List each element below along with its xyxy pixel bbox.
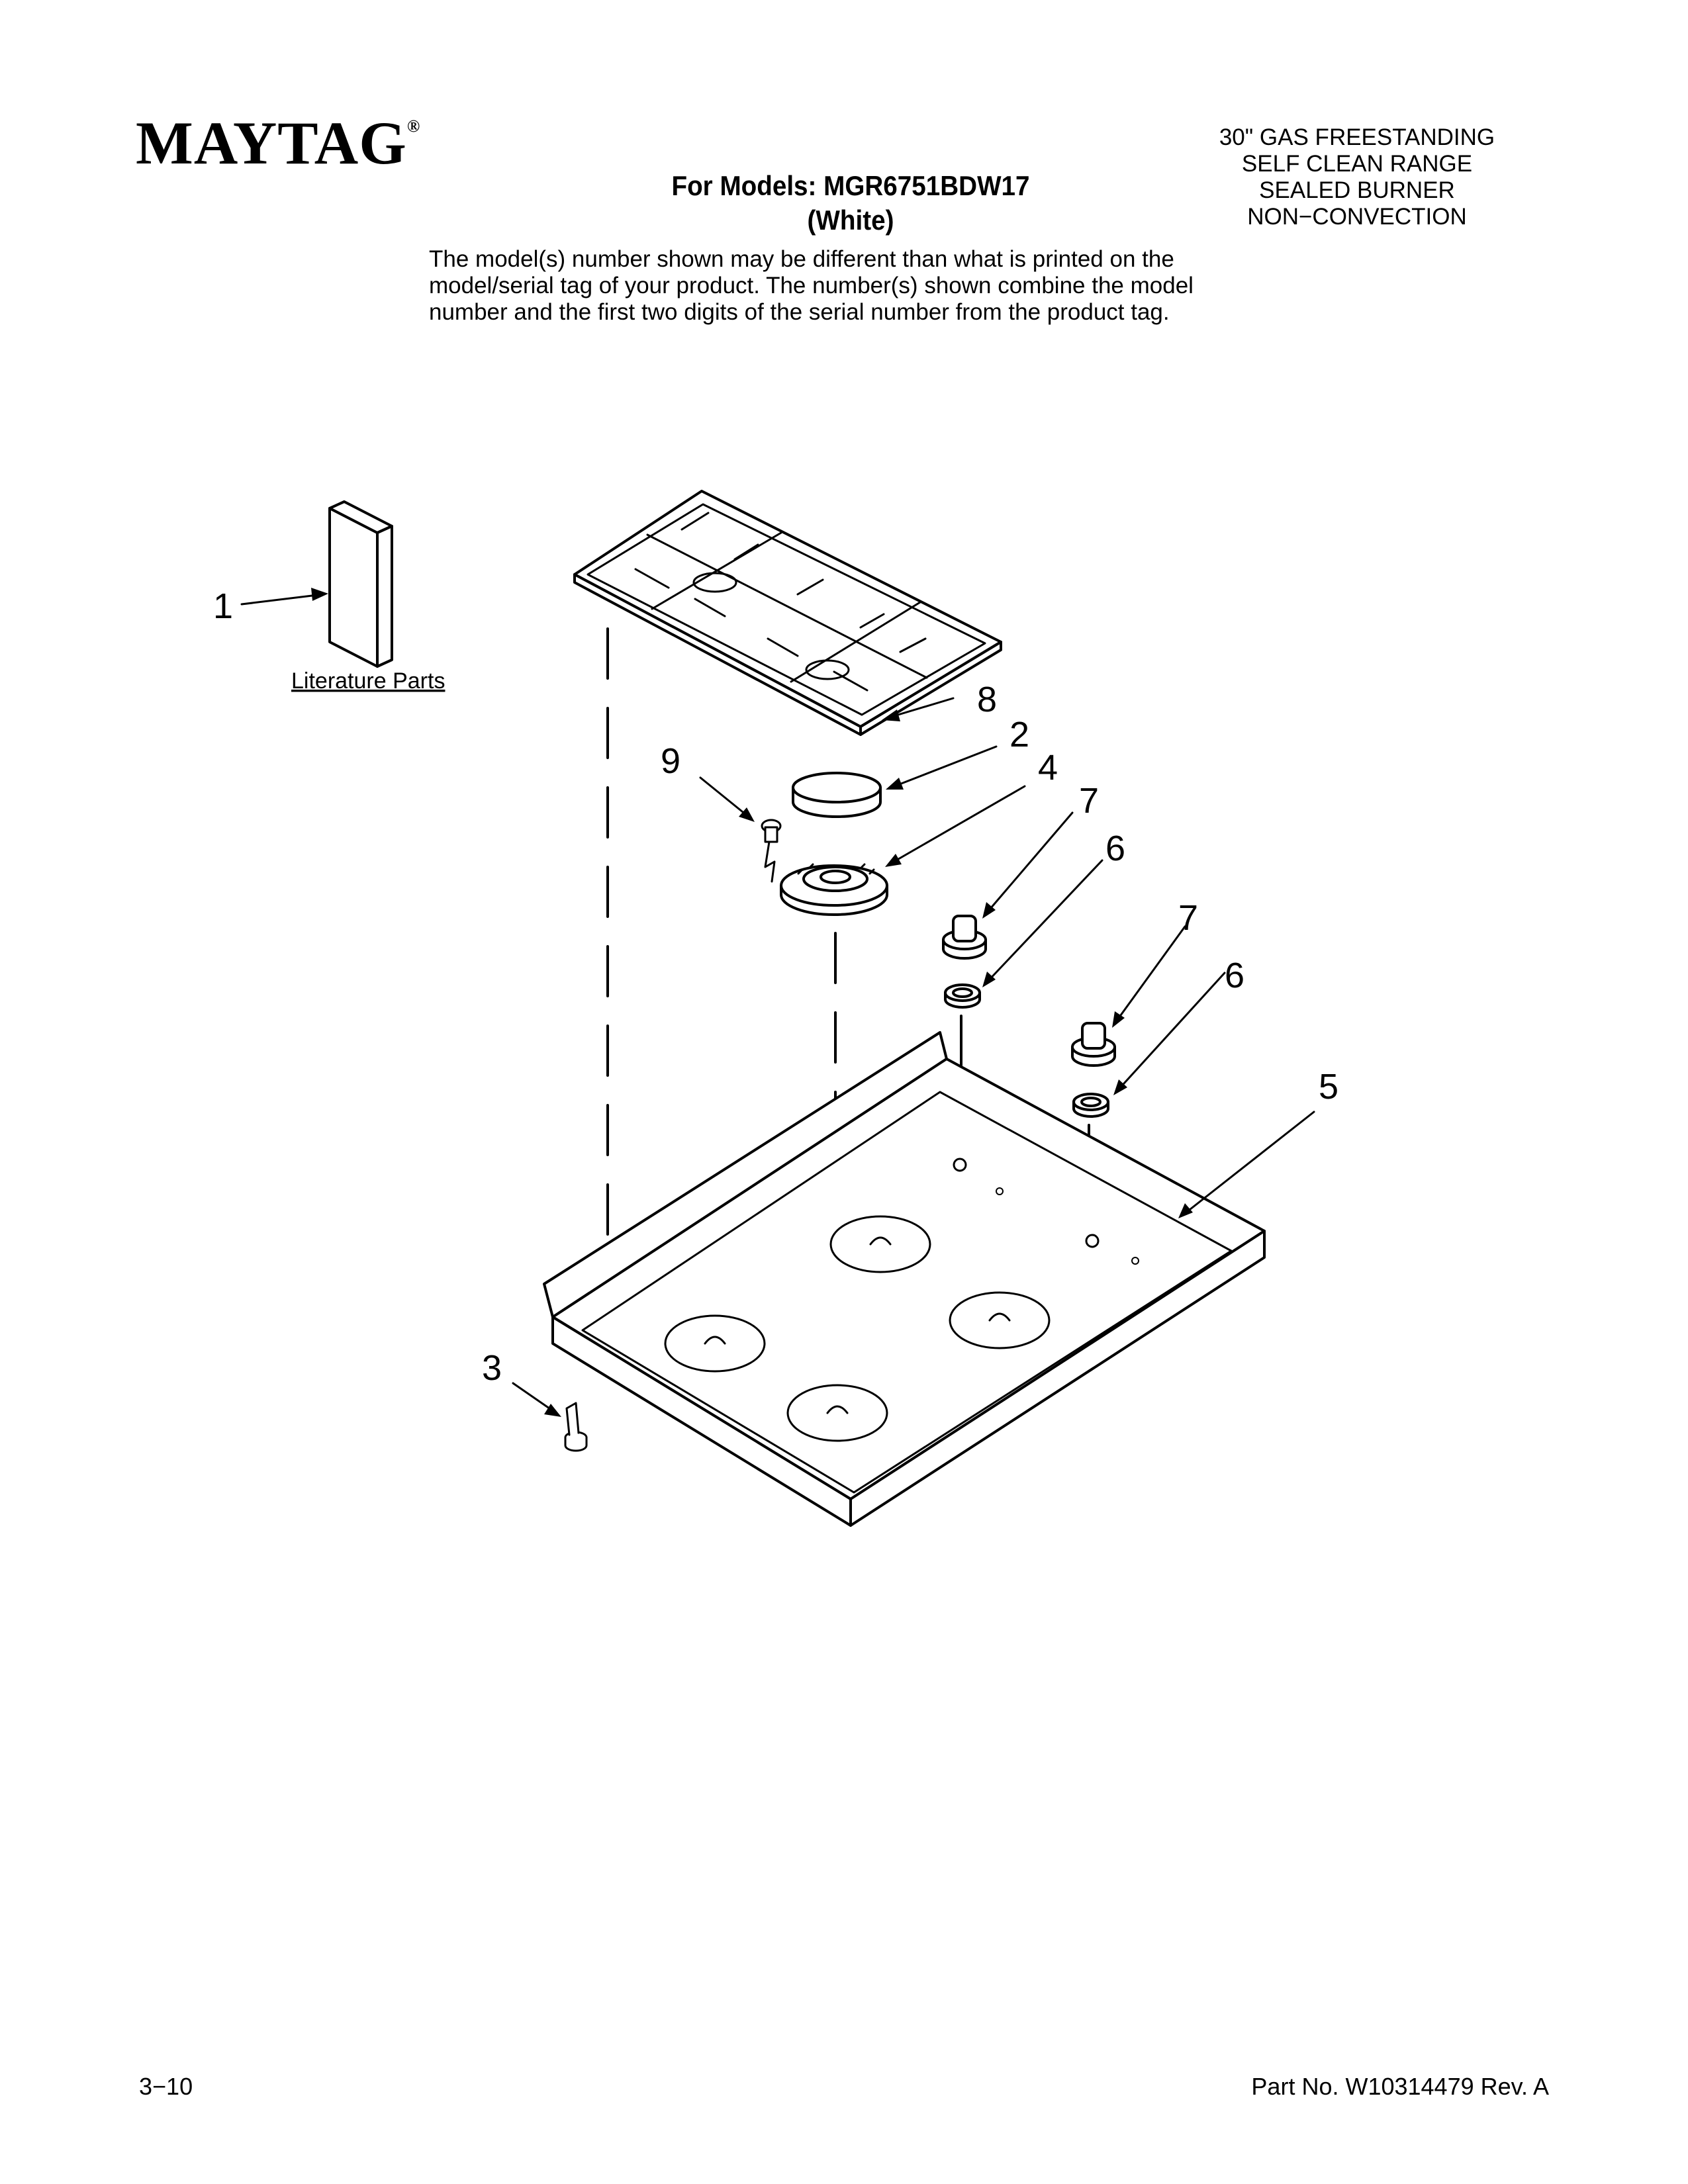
callout-6b: 6	[1225, 956, 1244, 995]
literature-booklet	[328, 500, 393, 668]
arrowhead-2	[886, 778, 904, 790]
leader-5	[1182, 1111, 1315, 1216]
screw	[761, 819, 782, 883]
arrowhead-7a	[982, 902, 996, 919]
knob-bezel-lower	[1072, 1093, 1109, 1118]
part-number: Part No. W10314479 Rev. A	[1251, 2073, 1549, 2100]
callout-1: 1	[213, 586, 233, 626]
arrowhead-1	[311, 588, 328, 601]
registered-mark: ®	[406, 116, 421, 136]
arrowhead-8	[882, 709, 900, 721]
knob-bezel-upper	[944, 983, 981, 1009]
arrowhead-3	[544, 1404, 561, 1417]
notice-line: The model(s) number shown may be differe…	[429, 246, 1174, 272]
literature-caption: Literature Parts	[291, 668, 445, 694]
page-number: 3−10	[139, 2073, 193, 2100]
callout-6a: 6	[1105, 829, 1125, 868]
model-notice: The model(s) number shown may be differe…	[429, 246, 1356, 326]
leader-6b	[1116, 972, 1226, 1092]
notice-line: model/serial tag of your product. The nu…	[429, 273, 1194, 298]
arrowhead-6a	[982, 972, 996, 987]
leader-6a	[985, 859, 1103, 984]
leader-4	[889, 785, 1026, 865]
range-desc-line: NON−CONVECTION	[1247, 204, 1467, 230]
callout-2: 2	[1009, 715, 1029, 754]
leader-7b	[1114, 925, 1186, 1024]
arrowhead-9	[739, 807, 755, 822]
callout-7b: 7	[1178, 898, 1198, 938]
callout-8: 8	[977, 680, 997, 719]
arrowhead-7b	[1112, 1011, 1125, 1028]
igniter-part	[564, 1402, 588, 1452]
leader-1	[240, 593, 324, 606]
range-desc-line: 30" GAS FREESTANDING	[1219, 124, 1495, 150]
arrowhead-5	[1178, 1203, 1193, 1218]
brand-logo: MAYTAG®	[136, 109, 421, 177]
range-desc-line: SEALED BURNER	[1259, 177, 1455, 203]
control-knob-lower	[1071, 1022, 1116, 1067]
color-line: (White)	[807, 205, 894, 236]
cooktop-panel	[543, 1031, 1266, 1527]
burner-base	[780, 863, 888, 916]
notice-line: number and the first two digits of the s…	[429, 299, 1170, 325]
callout-3: 3	[482, 1348, 502, 1388]
range-desc-line: SELF CLEAN RANGE	[1241, 151, 1473, 177]
leader-7a	[985, 811, 1074, 915]
leader-2	[890, 745, 998, 789]
range-description: 30" GAS FREESTANDING SELF CLEAN RANGE SE…	[1185, 124, 1529, 230]
burner-cap	[792, 772, 882, 818]
burner-grate	[573, 490, 1002, 736]
callout-9: 9	[661, 741, 680, 781]
arrowhead-6b	[1113, 1079, 1127, 1095]
control-knob-upper	[942, 915, 987, 960]
models-heading: For Models: MGR6751BDW17 (White)	[616, 169, 1085, 238]
models-line: For Models: MGR6751BDW17	[671, 170, 1030, 201]
callout-4: 4	[1038, 748, 1058, 788]
callout-7a: 7	[1079, 781, 1099, 821]
callout-5: 5	[1319, 1067, 1338, 1107]
arrowhead-4	[885, 854, 902, 867]
leader-9	[699, 776, 751, 819]
